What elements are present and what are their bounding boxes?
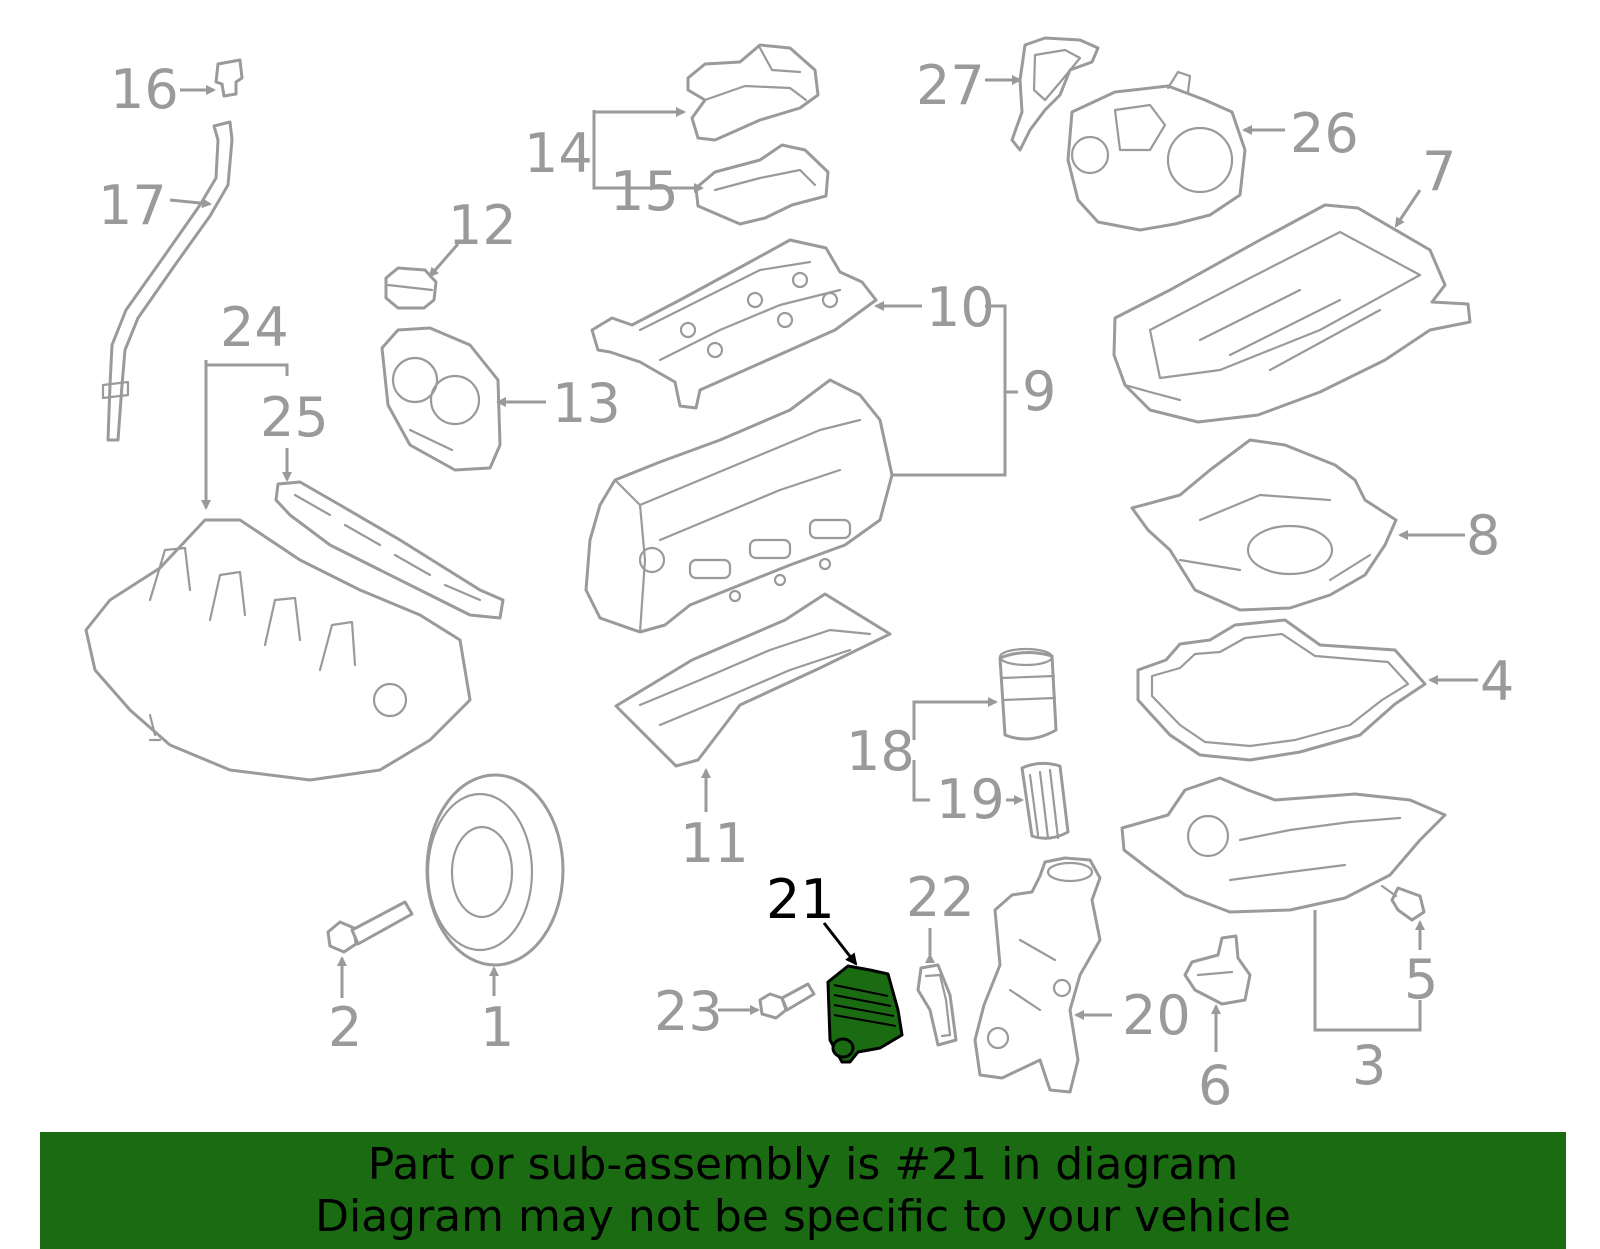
part-4-pan-gasket (1136, 618, 1427, 762)
part-22-cooler-gasket (916, 963, 958, 1047)
part-1-crank-pulley (425, 773, 565, 967)
callout-22: 22 (906, 866, 975, 929)
callout-17: 17 (98, 174, 167, 237)
part-13-timing-cover (380, 326, 502, 472)
callout-5: 5 (1404, 948, 1438, 1011)
part-11-head-gasket (614, 592, 892, 768)
callout-4: 4 (1480, 650, 1514, 713)
banner-line-2: Diagram may not be specific to your vehi… (315, 1190, 1291, 1242)
callout-13: 13 (552, 372, 621, 435)
callout-26: 26 (1290, 102, 1359, 165)
callout-15: 15 (610, 160, 679, 223)
info-banner: Part or sub-assembly is #21 in diagram D… (40, 1132, 1566, 1249)
part-12-oil-cap (384, 266, 438, 310)
callout-9: 9 (1022, 360, 1056, 423)
callout-24: 24 (220, 296, 289, 359)
leader-lines (169, 75, 1478, 1052)
part-6-oil-level-sensor (1183, 934, 1252, 1006)
part-25-intake-gasket (274, 480, 505, 620)
callout-7: 7 (1422, 140, 1456, 203)
callout-3: 3 (1352, 1034, 1386, 1097)
part-5-drain-plug (1380, 884, 1426, 922)
part-14-upper-cover (686, 43, 820, 142)
part-10-valve-cover (590, 238, 878, 410)
part-19-filter-element (1020, 761, 1070, 840)
callout-23: 23 (654, 980, 723, 1043)
callout-25: 25 (260, 386, 329, 449)
part-20-filter-housing (973, 856, 1102, 1094)
part-18-oil-filter (998, 647, 1058, 741)
callout-labels: 16 17 12 14 15 27 26 7 13 10 9 24 25 8 4… (98, 54, 1514, 1117)
callout-16: 16 (110, 58, 179, 121)
part-26-pump (1066, 70, 1247, 232)
callout-2: 2 (328, 996, 362, 1059)
callout-14: 14 (524, 122, 593, 185)
callout-27: 27 (916, 54, 985, 117)
callout-1: 1 (480, 996, 514, 1059)
part-2-pulley-bolt (326, 900, 414, 954)
callout-19: 19 (936, 768, 1005, 831)
part-8-baffle (1130, 438, 1398, 612)
callout-21: 21 (766, 868, 835, 931)
callout-18: 18 (846, 720, 915, 783)
part-24-intake-manifold (84, 518, 472, 782)
callout-10: 10 (926, 276, 995, 339)
part-27-gasket (1010, 36, 1100, 152)
part-7-upper-oil-pan (1112, 203, 1472, 424)
callout-20: 20 (1122, 984, 1191, 1047)
part-23-bolt (758, 982, 816, 1020)
callout-12: 12 (448, 194, 517, 257)
callout-6: 6 (1198, 1054, 1232, 1117)
part-9-cylinder-head (584, 378, 894, 634)
part-21-oil-cooler (826, 964, 904, 1064)
callout-11: 11 (680, 812, 749, 875)
part-16-dipstick-cap (214, 58, 244, 98)
part-3-lower-oil-pan (1120, 776, 1447, 914)
callout-8: 8 (1466, 504, 1500, 567)
banner-line-1: Part or sub-assembly is #21 in diagram (367, 1138, 1239, 1190)
part-17-dipstick-tube (101, 120, 234, 442)
part-15-gasket (694, 143, 830, 226)
